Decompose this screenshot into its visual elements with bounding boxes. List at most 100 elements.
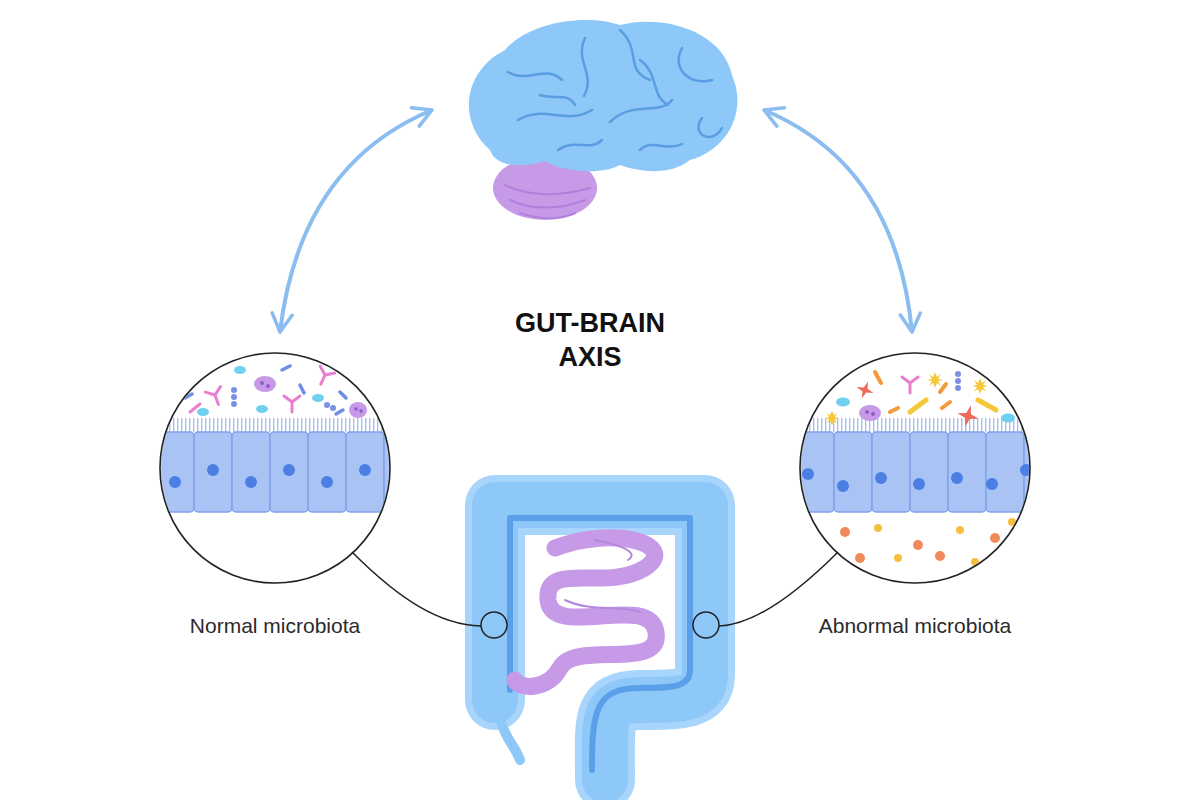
inset-label: Abnormal microbiota: [759, 614, 1071, 638]
microbe-detail: [260, 381, 264, 385]
zoom-marker: [693, 612, 719, 638]
microbe: [955, 403, 982, 430]
microbe: [330, 405, 336, 411]
epithelial-cell: [156, 432, 194, 512]
microbe: [314, 366, 335, 387]
zoom-inset: Normal microbiota: [159, 352, 391, 584]
leaked-particle: [956, 526, 964, 534]
microbe: [349, 402, 367, 418]
epithelial-cell: [194, 432, 232, 512]
epithelial-cell: [796, 432, 834, 512]
microbe: [324, 402, 330, 408]
leaked-particle: [913, 540, 923, 550]
inset-circle: [800, 353, 1030, 583]
epithelial-cell: [232, 432, 270, 512]
cell-nucleus: [283, 464, 295, 476]
microbe: [859, 405, 881, 421]
inset-background: [800, 353, 1032, 585]
cell-nucleus: [913, 478, 925, 490]
large-intestine-outline: [495, 505, 705, 780]
cell-nucleus: [837, 480, 849, 492]
abnormal-inset: [796, 353, 1062, 585]
leaked-particle: [855, 553, 865, 563]
appendix: [500, 718, 520, 760]
microbe: [875, 372, 881, 383]
leaked-particle: [935, 551, 945, 561]
microbe: [372, 392, 384, 400]
epithelial-cell: [308, 432, 346, 512]
large-intestine: [495, 505, 705, 780]
zoom-inset: Abnormal microbiota: [799, 352, 1031, 584]
epithelial-cell: [910, 432, 948, 512]
epithelial-cell: [270, 432, 308, 512]
microbe: [254, 376, 276, 392]
normal-inset: [156, 353, 422, 585]
microbe: [197, 408, 209, 416]
microbe: [205, 387, 226, 408]
microbe-detail: [359, 409, 363, 413]
microbe: [336, 410, 343, 414]
microbe: [231, 387, 237, 393]
axis-arrow: [764, 110, 912, 332]
microbe: [256, 405, 268, 413]
epithelial-cell: [872, 432, 910, 512]
microbe-detail: [354, 407, 358, 411]
inset-background: [160, 353, 392, 585]
intestine-inner-line: [510, 518, 690, 770]
leader-line: [352, 552, 481, 626]
microbe: [972, 378, 988, 394]
microbe: [978, 400, 996, 410]
microbe-detail: [865, 410, 869, 414]
cell-nucleus: [207, 464, 219, 476]
small-intestine: [515, 538, 656, 687]
microbe: [955, 371, 961, 377]
small-intestine-fold: [565, 540, 640, 612]
leaked-particle: [840, 527, 850, 537]
microbe: [231, 394, 237, 400]
microbe: [853, 378, 876, 401]
cell-nucleus: [951, 472, 963, 484]
cell-nucleus: [359, 464, 371, 476]
microbe: [902, 377, 918, 393]
inset-label: Normal microbiota: [119, 614, 431, 638]
inset-outline: [159, 352, 391, 584]
microbe: [940, 384, 946, 392]
microbe: [300, 385, 304, 393]
cell-nucleus: [875, 472, 887, 484]
microbe: [942, 402, 950, 408]
microbe: [910, 400, 926, 412]
epithelial-cell: [346, 432, 384, 512]
cell-nucleus: [802, 468, 814, 480]
inset-circle: [160, 353, 390, 583]
cell-nucleus: [169, 476, 181, 488]
leaked-particle: [894, 554, 902, 562]
microvilli: [160, 418, 392, 432]
microbe: [825, 411, 839, 425]
diagram-title: GUT-BRAIN AXIS: [490, 306, 690, 374]
microbe: [1001, 414, 1015, 423]
axis-arrow: [280, 110, 432, 332]
cerebellum-folds: [505, 185, 590, 218]
microbe: [890, 408, 898, 412]
inset-outline: [799, 352, 1031, 584]
leaked-particle: [874, 524, 882, 532]
microbe: [340, 392, 346, 398]
microbe: [231, 401, 237, 407]
cell-nucleus: [321, 476, 333, 488]
microbe-detail: [266, 384, 270, 388]
cell-nucleus: [245, 476, 257, 488]
zoom-marker: [481, 612, 507, 638]
microbe: [836, 398, 850, 407]
microbe: [927, 372, 943, 388]
microbe: [955, 378, 961, 384]
leaked-particle: [990, 533, 1000, 543]
microbe: [234, 366, 246, 374]
brain-gyri: [508, 30, 722, 150]
microbe: [282, 366, 290, 370]
microbe: [955, 385, 961, 391]
microbe: [312, 394, 324, 402]
microbe-detail: [871, 412, 875, 416]
